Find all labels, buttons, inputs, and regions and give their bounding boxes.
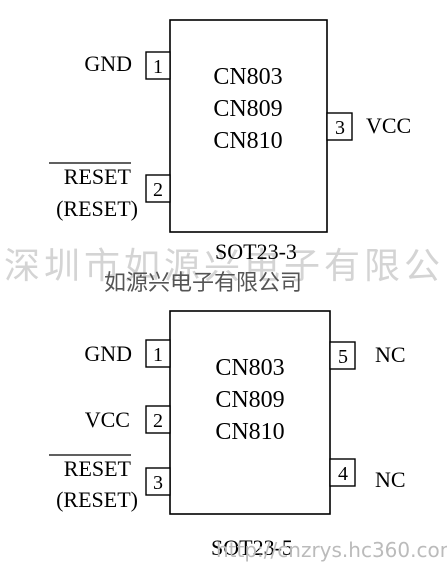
pin-number-1-3: 3	[335, 117, 345, 139]
pin-box-2-4	[329, 458, 356, 487]
chip-name-1-c: CN810	[213, 128, 282, 154]
pin-number-1-1: 1	[153, 56, 163, 78]
pin-number-2-2: 2	[153, 410, 163, 432]
watermark-url: http://cnzrys.hc360.com	[216, 538, 447, 562]
pin-label-1-1: GND	[84, 51, 132, 76]
pin-box-1-2	[145, 174, 171, 203]
pin-box-2-1	[145, 339, 171, 368]
chip-name-2-b: CN809	[215, 387, 284, 413]
pin-box-2-2	[145, 405, 171, 434]
chip-name-2-a: CN803	[215, 355, 284, 381]
chip-name-1-a: CN803	[213, 64, 282, 90]
pin-label-2-4: NC	[375, 467, 406, 492]
pin-number-2-1: 1	[153, 344, 163, 366]
pin-label-2-3: RESET	[64, 456, 132, 481]
watermark-large: 深圳市如源兴电子有限公司	[4, 246, 447, 287]
pin-label-2-1: GND	[84, 341, 132, 366]
package-sot23-3: CN803 CN809 CN810 1 GND 2 RESET (RESET) …	[49, 19, 411, 264]
chip-name-2-c: CN810	[215, 419, 284, 445]
pin-label-2-5: NC	[375, 342, 406, 367]
pin-label-1-3: VCC	[366, 113, 411, 138]
pin-label-alt-1-2: (RESET)	[56, 196, 138, 221]
pin-label-alt-2-3: (RESET)	[56, 487, 138, 512]
pin-box-2-5	[329, 341, 356, 370]
chip-name-1-b: CN809	[213, 96, 282, 122]
pin-box-2-3	[145, 467, 171, 496]
pin-number-1-2: 2	[153, 179, 163, 201]
pin-number-2-5: 5	[338, 346, 348, 368]
package-sot23-5: CN803 CN809 CN810 1 GND 2 VCC 3 RESET (R…	[49, 310, 406, 560]
pin-label-2-2: VCC	[85, 407, 130, 432]
watermark-small: 如源兴电子有限公司	[104, 271, 302, 296]
package-name-1: SOT23-3	[215, 239, 297, 264]
pin-number-2-4: 4	[338, 463, 348, 485]
pin-box-1-3	[326, 112, 353, 141]
package-name-2: SOT23-5	[211, 535, 293, 560]
pin-box-1-1	[145, 51, 171, 80]
pin-label-1-2: RESET	[64, 164, 132, 189]
chip-body-1	[169, 19, 328, 233]
pin-number-2-3: 3	[153, 472, 163, 494]
